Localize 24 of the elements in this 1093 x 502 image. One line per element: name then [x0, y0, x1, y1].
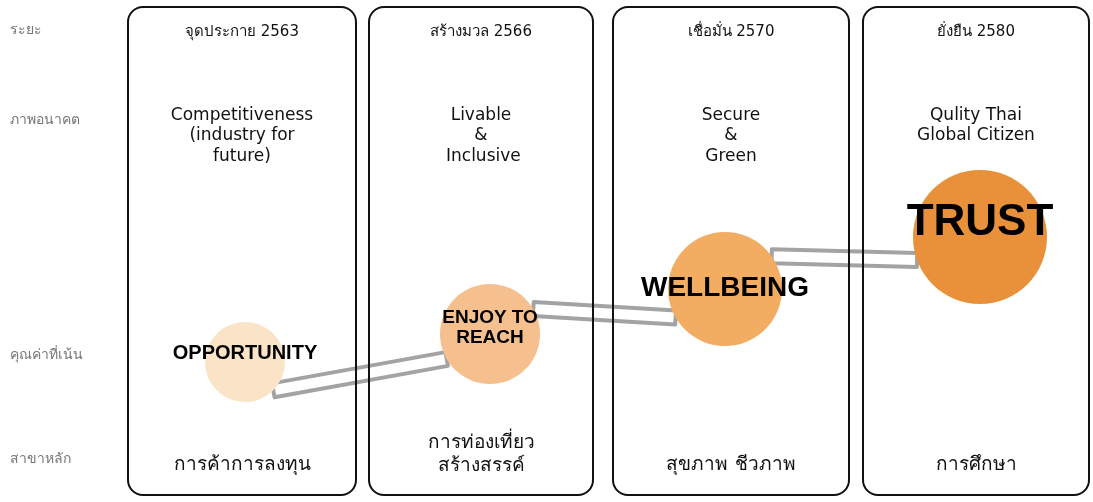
row-label: สาขาหลัก [10, 449, 71, 468]
column-panel [612, 6, 850, 496]
phase-heading: สร้างมวล 2566 [429, 22, 533, 40]
value-label: ENJOY TO REACH [441, 307, 539, 347]
ribbon-connector [270, 350, 450, 400]
ribbon-connector [530, 300, 679, 327]
phase-heading: เชื่อมั่น 2570 [686, 22, 776, 40]
sector-text: การท่องเที่ยวสร้างสรรค์ [426, 430, 536, 476]
ribbon-connector [769, 247, 920, 269]
sector-text: การค้าการลงทุน [172, 452, 312, 475]
column-panel [862, 6, 1090, 496]
sector-text: สุขภาพ ชีวภาพ [665, 452, 797, 475]
phase-heading: จุดประกาย 2563 [184, 22, 300, 40]
column-panel [127, 6, 357, 496]
sector-text: การศึกษา [934, 452, 1018, 475]
row-label: ภาพอนาคต [10, 110, 80, 129]
phase-heading: ยั่งยืน 2580 [936, 22, 1016, 40]
row-label: ระยะ [10, 20, 42, 39]
value-label: OPPORTUNITY [171, 342, 319, 363]
vision-text: Qulity Thai Global Citizen [916, 104, 1036, 145]
vision-text: Secure & Green [700, 104, 762, 166]
column-panel [368, 6, 594, 496]
vision-text: Competitiveness (industry for future) [169, 104, 315, 166]
row-label: คุณค่าที่เน้น [10, 344, 83, 365]
